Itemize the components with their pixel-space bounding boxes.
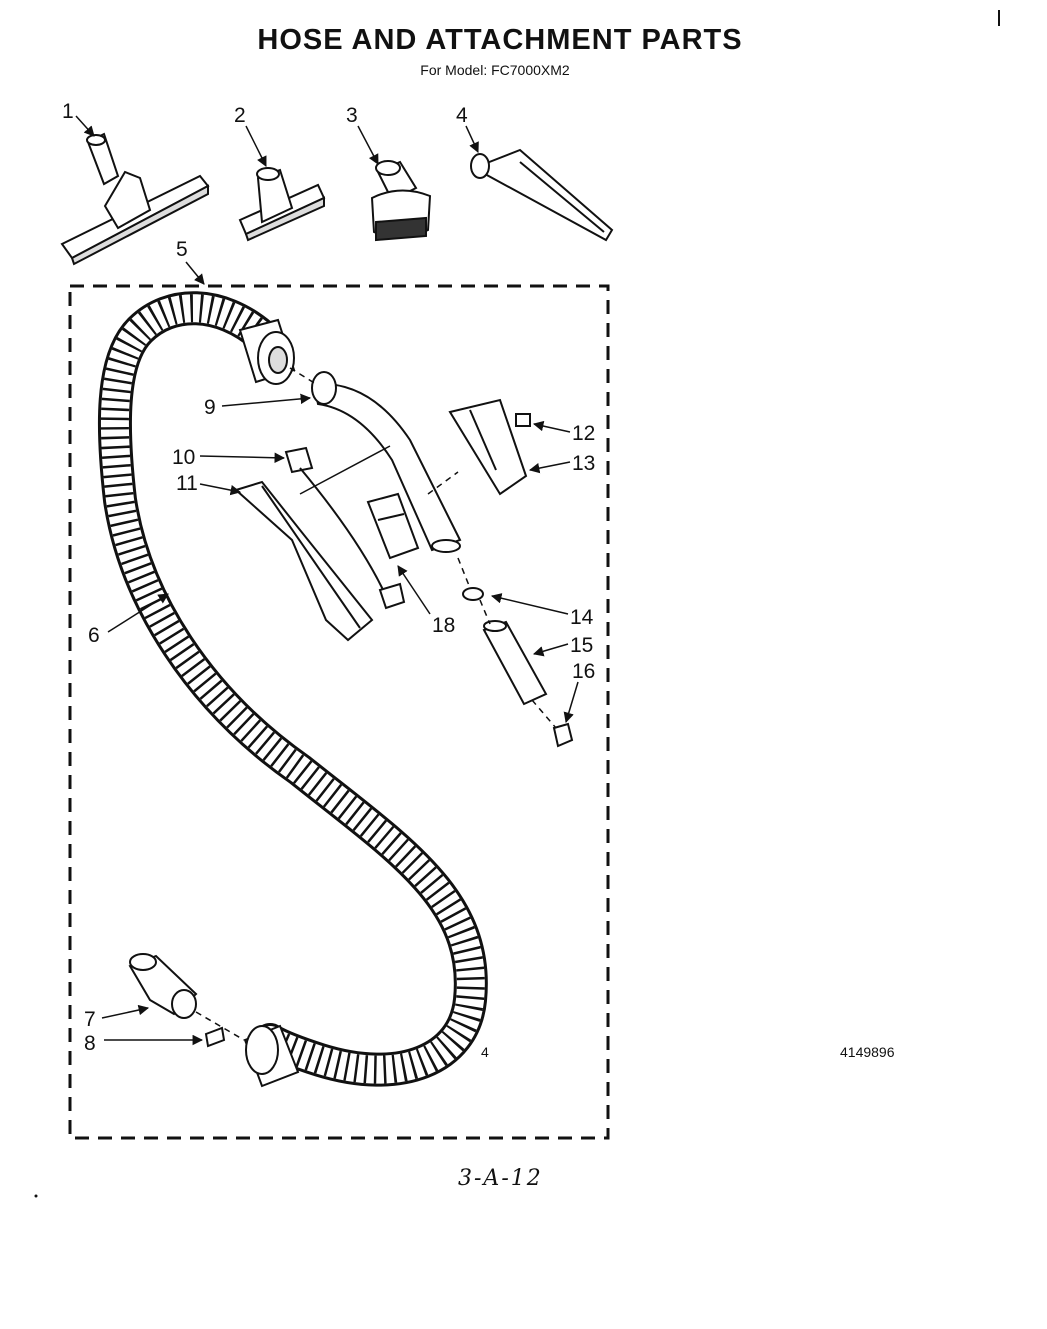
upholstery-tool-part: [238, 167, 326, 242]
hose-part: [97, 291, 488, 1087]
hose-cuff-top: [238, 318, 296, 385]
switch-wire-part: [284, 446, 406, 610]
latch-part: [552, 722, 574, 748]
hose-cuff-bottom: [243, 1024, 300, 1088]
callout-6: 6: [88, 624, 100, 647]
o-ring-part: [462, 587, 484, 601]
hose-assembly-boundary: [68, 284, 610, 1140]
callout-leaders: [75, 115, 579, 1046]
callout-18: 18: [432, 614, 455, 637]
document-number: 4149896: [840, 1044, 895, 1060]
adapter-tube-part: [482, 620, 548, 706]
crevice-tool-part: [470, 148, 614, 242]
floor-tool-part: [60, 132, 210, 266]
handle-housing-part: [234, 480, 374, 642]
callout-8: 8: [84, 1032, 96, 1055]
handwritten-note: 3-A-12: [458, 1166, 543, 1191]
callout-5: 5: [176, 238, 188, 261]
callout-13: 13: [572, 452, 595, 475]
callout-14: 14: [570, 606, 594, 629]
callout-7: 7: [84, 1008, 96, 1031]
callout-2: 2: [234, 104, 246, 127]
assembly-guide-lines: [195, 367, 557, 1041]
callout-16: 16: [572, 660, 595, 683]
callout-4: 4: [456, 104, 468, 127]
callout-9: 9: [204, 396, 216, 419]
handle-tube-part: [311, 371, 462, 553]
leader-stems: [299, 445, 391, 495]
callout-10: 10: [172, 446, 195, 469]
callout-11: 11: [176, 472, 198, 495]
callout-12: 12: [572, 422, 595, 445]
callout-15: 15: [570, 634, 593, 657]
callout-1: 1: [62, 100, 74, 123]
page-title: HOSE AND ATTACHMENT PARTS: [257, 24, 743, 56]
callout-3: 3: [346, 104, 358, 127]
clip-part: [204, 1026, 226, 1048]
model-subtitle: For Model: FC7000XM2: [420, 62, 570, 78]
switch-button-part: [515, 413, 531, 427]
page-number: 4: [481, 1044, 489, 1060]
handle-cover-part: [448, 398, 528, 496]
switch-block-part: [366, 492, 420, 560]
swivel-connector-part: [128, 953, 198, 1019]
dusting-brush-part: [370, 160, 432, 242]
